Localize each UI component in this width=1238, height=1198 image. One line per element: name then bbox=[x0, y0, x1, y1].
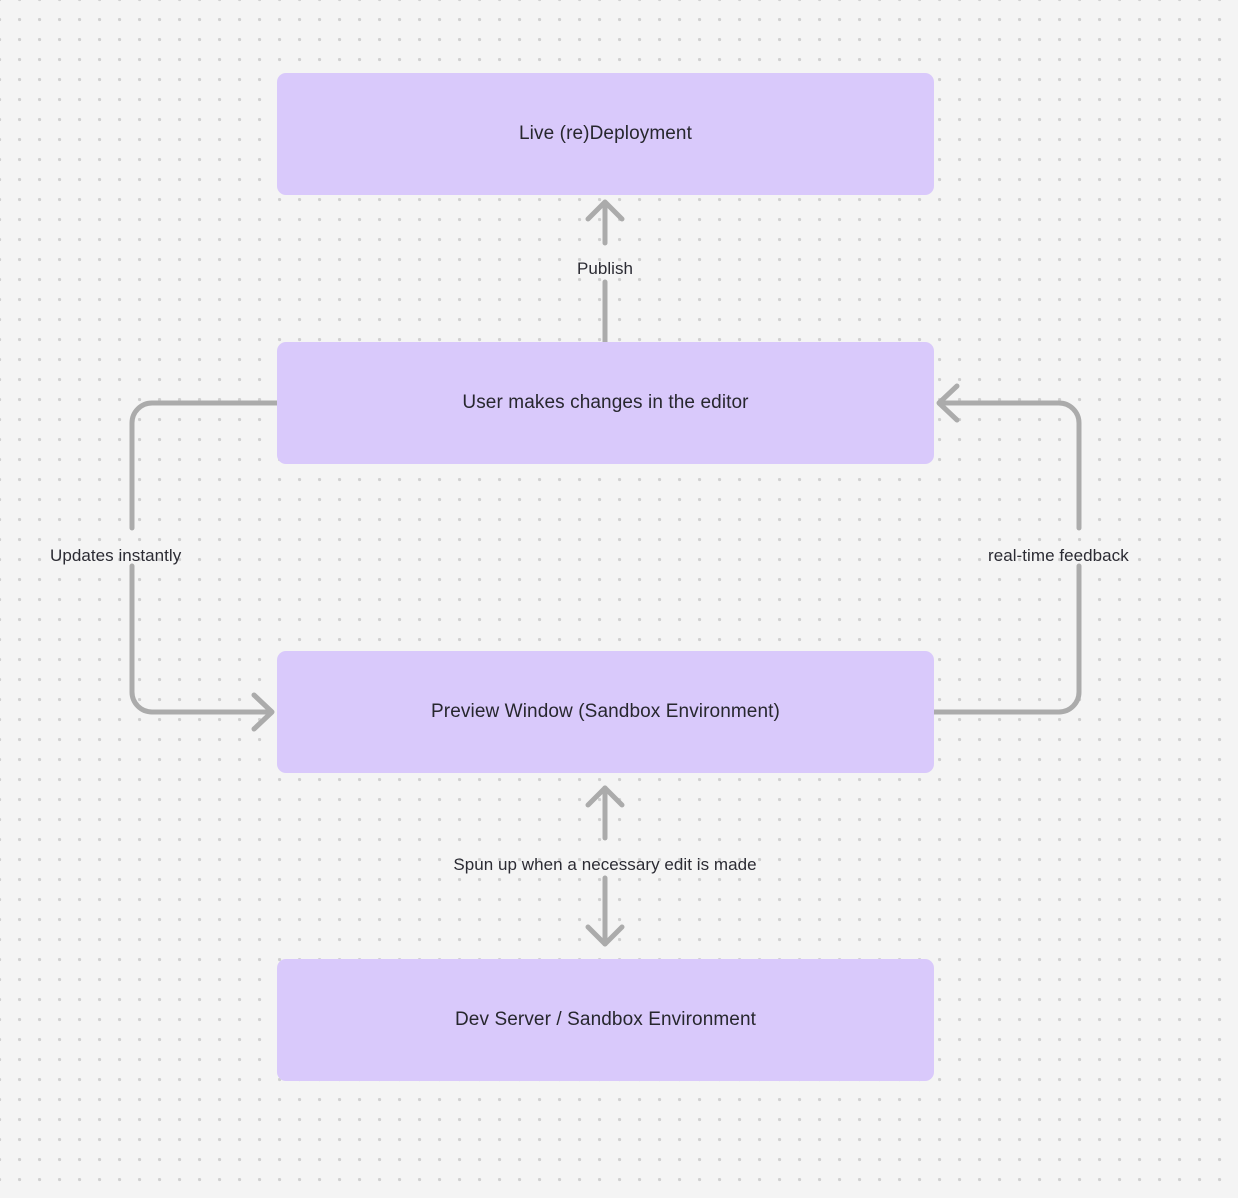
edge-label-spun-up: Spun up when a necessary edit is made bbox=[453, 855, 757, 874]
node-preview-window-label: Preview Window (Sandbox Environment) bbox=[431, 701, 780, 723]
edge-feedback-arrowhead-icon bbox=[936, 383, 960, 423]
edge-spunup-up-arrowhead-icon bbox=[585, 785, 625, 808]
edge-feedback-lower-segment bbox=[931, 563, 1082, 715]
node-user-edits-label: User makes changes in the editor bbox=[462, 392, 749, 414]
edge-updates-lower-segment bbox=[129, 563, 274, 715]
node-user-edits[interactable]: User makes changes in the editor bbox=[277, 342, 934, 464]
edge-feedback-upper-segment bbox=[937, 400, 1082, 531]
node-live-deployment[interactable]: Live (re)Deployment bbox=[277, 73, 934, 195]
node-live-deployment-label: Live (re)Deployment bbox=[519, 123, 692, 145]
edge-spunup-down-arrowhead-icon bbox=[585, 924, 625, 947]
edge-updates-instantly bbox=[129, 400, 280, 732]
node-dev-server-label: Dev Server / Sandbox Environment bbox=[454, 1009, 756, 1031]
node-dev-server[interactable]: Dev Server / Sandbox Environment bbox=[277, 959, 934, 1081]
edge-updates-upper-segment bbox=[129, 400, 280, 531]
edge-label-real-time-feedback: real-time feedback bbox=[988, 546, 1129, 565]
edge-label-publish: Publish bbox=[576, 259, 634, 278]
edge-publish-arrowhead-icon bbox=[585, 199, 625, 222]
edge-label-updates-instantly: Updates instantly bbox=[50, 546, 182, 565]
node-preview-window[interactable]: Preview Window (Sandbox Environment) bbox=[277, 651, 934, 773]
edge-updates-arrowhead-icon bbox=[251, 692, 275, 732]
